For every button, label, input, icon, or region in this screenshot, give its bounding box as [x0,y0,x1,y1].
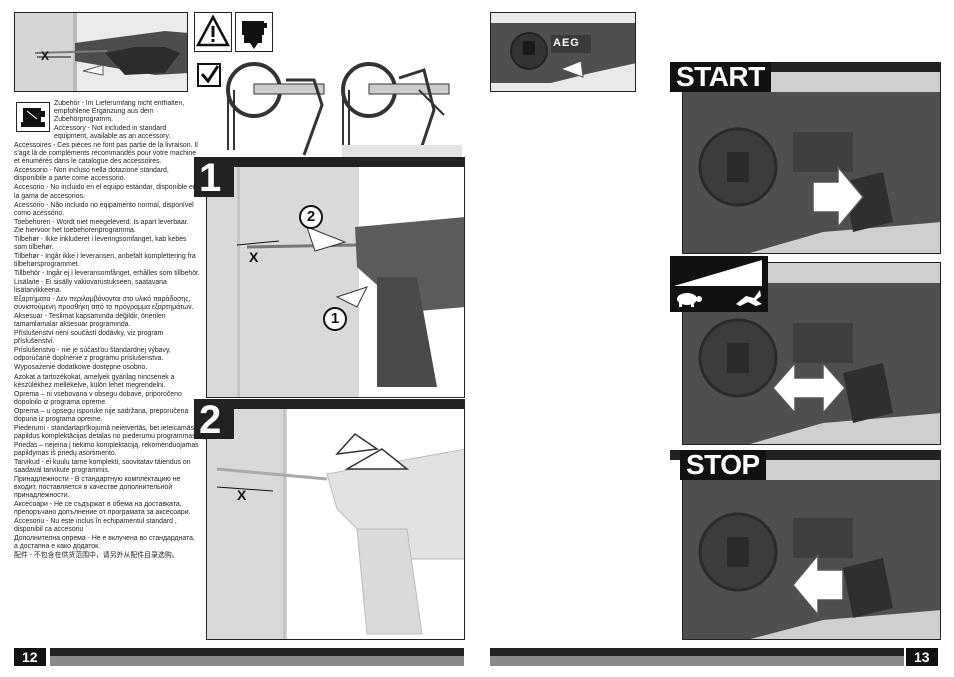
accessory-text-cs: Příslušenství není součástí dodávky, viz… [14,330,164,346]
step-2-dimension-label: X [237,487,247,503]
accessory-text-fi: Lisälaite - Ei sisälly vakiovarustukseen… [14,278,167,295]
accessory-text-sv: Tillbehör - Ingår ej i leveransomfånget,… [14,269,200,277]
check-panel [194,60,464,160]
accessory-text-list: Zubehör - Im Lieferumfang nicht enthalte… [14,100,200,640]
depth-gauge-photo: X [14,12,188,92]
accessory-text-sk: Príslušenstvo - nie je súčasťou štandard… [14,347,171,363]
accessory-icon [16,102,50,132]
stop-label: STOP [680,450,766,480]
accessory-text-da: Tilbehør - Ikke inkluderet i leveringsom… [14,235,187,251]
accessory-text-nl: Toebehoren - Wordt niet meegeleverd. Is … [14,218,189,234]
accessory-text-pt: Acessório - Não incluido no eqipamento n… [14,201,194,217]
dimension-label: X [41,49,50,63]
accessory-text-pl: Wyposażenie dodatkowe dostępne osobno. [14,364,148,372]
accessory-text-lv: Piederumi - standartaprīkojumā neietvert… [14,424,198,440]
accessory-text-ru: Принадлежности - В стандартную комплекта… [14,476,181,500]
callout-2: 2 [299,205,323,229]
rabbit-icon [734,286,764,308]
accessory-text-zh: 配件 - 不包含在供货范围中，请另外从配件目录选购。 [14,552,179,560]
start-panel [682,71,941,254]
tool-trigger-photo: AEG [490,12,636,92]
step-2-panel: X [206,408,465,640]
accessory-text-hr: Oprema – u opsegu isporuke nije sadržana… [14,407,189,423]
warning-triangle-icon [194,12,232,52]
page-number-left: 12 [14,648,46,666]
step-1-dimension-label: X [249,249,259,265]
page-number-right: 13 [906,648,938,666]
step-1-number: 1 [199,156,222,200]
accessory-text-es: Accesorio - No incluido en el equipo est… [14,184,197,200]
left-footer-bar [50,648,464,656]
brand-logo: AEG [553,37,580,49]
turtle-icon [674,288,704,308]
read-manual-icon [235,12,273,52]
start-header-bar [670,62,941,72]
accessory-text-mk: Дополнителна опрема - Не е вклучена во с… [14,535,195,551]
right-footer-bar [490,648,904,656]
accessory-text-hu: Azokat a tartozékokat, amelyek gyárilag … [14,373,175,389]
accessory-text-el: Εξαρτήματα - Δεν περιλαμβάνονται στο υλι… [14,296,194,312]
accessory-text-et: Tarvikud - ei kuulu tarne komplekti, soo… [14,458,191,475]
accessory-text-sl: Oprema – ni vsebovana v obsegu dobave, p… [14,390,182,406]
step-2-header-bar [194,399,465,409]
accessory-text-bg: Аксесоари - Не се съдържат в обема на до… [14,501,191,517]
right-footer-gray [490,656,904,666]
variable-speed-panel [682,262,941,445]
accessory-text-it: Accessorio - Non incluso nella dotazione… [14,167,169,183]
step-1-panel: X 2 1 [206,166,465,398]
accessory-text-en: Accessory - Not included in standard equ… [54,125,171,141]
accessory-text-tr: Aksesuar - Teslimat kapsamında değildir,… [14,313,166,329]
start-label: START [670,62,771,92]
accessory-text-fr: Accessoires - Ces pièces ne font pas par… [14,142,198,166]
step-1-header-bar [194,157,465,167]
callout-1: 1 [323,307,347,331]
step-2-number: 2 [199,398,222,442]
accessory-text-lt: Priedas – nejeina į tiekimo komplektacij… [14,441,199,457]
step-1-number-tab [194,157,234,197]
stop-header-bar [670,450,941,460]
accessory-text-de: Zubehör - Im Lieferumfang nicht enthalte… [54,100,185,124]
accessory-text-no: Tilbehør - Ingår ikke i leveransen, anbe… [14,252,196,268]
step-2-number-tab [194,399,234,439]
stop-panel [682,459,941,640]
left-footer-gray [50,656,464,666]
accessory-text-ro: Accesoriu - Nu este inclus în echipament… [14,518,177,534]
